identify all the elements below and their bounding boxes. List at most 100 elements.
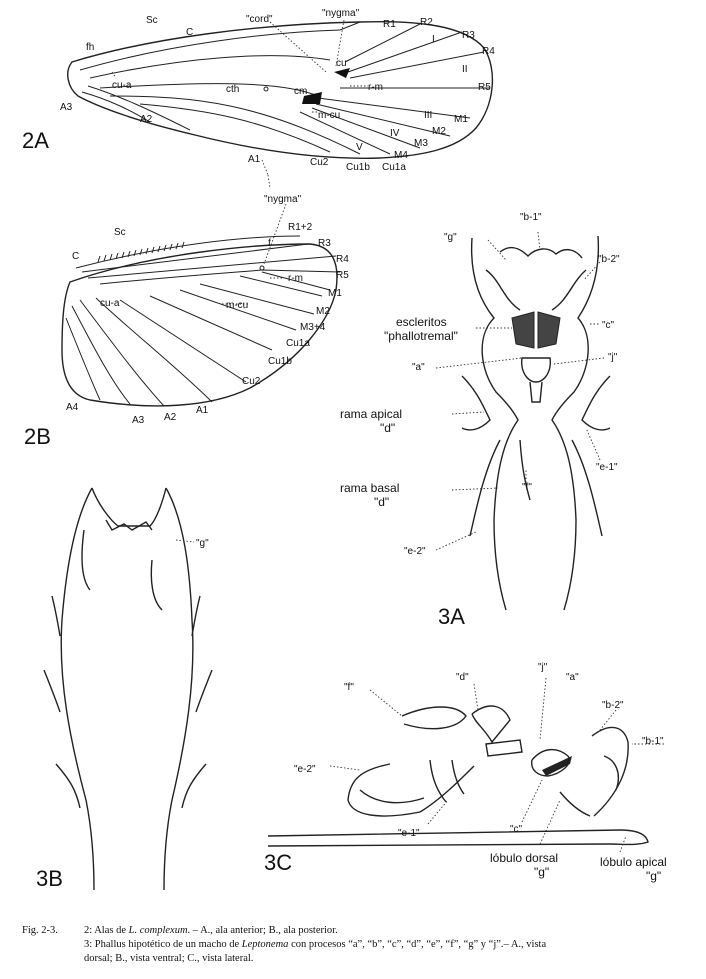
label-2a-cua: cu-a [112,80,132,91]
label-2b-r3: R3 [318,238,331,249]
label-2a-cu1a: Cu1a [382,162,406,173]
panel-label-3c: 3C [264,850,292,875]
label-2a-r5: R5 [478,82,491,93]
caption-line-2: 3: Phallus hipotético de un macho de Lep… [22,938,692,952]
label-2a-rm: r-m [368,82,383,93]
caption-fig-number: Fig. 2-3. [22,925,58,936]
label-2a-a3: A3 [60,102,73,113]
caption-line2-a: 3: Phallus hipotético de un macho de [84,939,242,950]
label-2b-c: C [72,251,79,262]
label-2b-m2: M2 [316,306,330,317]
panel-label-3b: 3B [36,866,63,891]
forewing-2a [67,19,494,189]
label-2b-m1: M1 [328,288,342,299]
caption-line-3: dorsal; B., vista ventral; C., vista lat… [84,953,254,964]
hindwing-2b [61,203,341,407]
label-2a-m3: M3 [414,138,428,149]
label-3a-c: "c" [602,320,615,331]
label-3a-rama-apical: rama apical [340,407,402,421]
label-3c-a: "a" [566,672,579,683]
label-2b-r4: R4 [336,254,349,265]
label-2b-sc: Sc [114,227,126,238]
label-3c-b1: "b-1" [642,736,664,747]
label-3b-g: "g" [196,538,209,549]
label-3c-j: "j" [538,662,548,673]
label-3a-rama-apical-d: "d" [380,421,395,435]
label-3a-b1: "b-1" [520,212,542,223]
label-2b-rm: r-m [288,273,303,284]
panel-label-2a: 2A [22,128,49,153]
label-2a-roman-1: I [432,34,435,45]
label-3a-e1: "e-1" [596,462,618,473]
label-3a-b2: "b-2" [598,254,620,265]
label-2a-m4: M4 [394,150,408,161]
label-2b-cua: cu-a [100,298,120,309]
label-2b-m34: M3+4 [300,322,326,333]
label-3c-d: "d" [456,672,469,683]
label-3c-b2: "b-2" [602,700,624,711]
caption-line1-a: 2: Alas de [84,925,129,936]
label-2a-cu1b: Cu1b [346,162,370,173]
label-2b-r5: R5 [336,270,349,281]
label-3c-e2: "e-2" [294,764,316,775]
label-2b-a1: A1 [196,405,209,416]
label-2b-cu2: Cu2 [242,376,261,387]
label-2a-m2: M2 [432,126,446,137]
label-2a-cord: "cord" [246,14,273,25]
label-2b-cu1a: Cu1a [286,338,310,349]
label-2a-r2: R2 [420,17,433,28]
label-2a-cell-e: e [340,68,346,79]
label-3c-e1: "e-1" [398,828,420,839]
label-2a-cu2: Cu2 [310,157,329,168]
caption-line1-b: . – A., ala anterior; B., ala posterior. [187,925,338,936]
label-2a-roman-3: III [424,110,432,121]
label-2b-a2: A2 [164,412,177,423]
label-2b-mcu: m-cu [226,300,248,311]
panel-label-3a: 3A [438,604,465,629]
label-2a-roman-4: IV [390,128,400,139]
label-2a-cell-cu: cu [336,58,347,69]
label-3a-phallotremal: "phallotremal" [384,329,458,343]
label-2a-cell-fh: fh [86,42,94,53]
label-2a-r3: R3 [462,30,475,41]
label-3a-rama-basal: rama basal [340,481,399,495]
label-2a-r1: R1 [383,19,396,30]
label-2a-a2: A2 [140,114,153,125]
label-3c-lobulo-apical: lóbulo apical [600,855,667,869]
label-3a-rama-basal-d: "d" [374,495,389,509]
label-3a-g: "g" [444,232,457,243]
label-3a-f: "f" [522,482,532,493]
label-3c-lobulo-dorsal-g: "g" [534,865,549,879]
panel-label-2b: 2B [24,424,51,449]
label-3c-f: "f" [344,682,354,693]
phallus-lateral-3c [267,677,664,853]
label-3c-lobulo-apical-g: "g" [646,869,661,883]
label-2a-c: C [186,27,193,38]
label-2a-m1: M1 [454,114,468,125]
label-3a-e2: "e-2" [404,546,426,557]
label-2b-r12: R1+2 [288,222,313,233]
label-2a-r4: R4 [482,46,495,57]
label-2b-nygma: "nygma" [264,194,302,205]
label-3a-escleritos: escleritos [396,315,447,329]
label-2b-a4: A4 [66,402,79,413]
label-2a-a1: A1 [248,154,261,165]
label-3a-j: "j" [608,352,618,363]
label-2a-roman-5: V [356,142,363,153]
caption-line-1: Fig. 2-3. 2: Alas de L. complexum. – A., … [22,924,692,938]
label-2b-cu1b: Cu1b [268,356,292,367]
label-2b-cell-f: f [268,238,271,249]
caption-genus: Leptonema [241,939,289,950]
label-3c-lobulo-dorsal: lóbulo dorsal [490,851,558,865]
label-2a-roman-2: II [462,64,468,75]
phallus-ventral-3b [43,487,213,891]
caption-species: L. complexum [128,925,188,936]
caption-line2-b: con procesos “a”, “b”, “c”, “d”, “e”, “f… [288,939,547,950]
label-2b-a3: A3 [132,415,145,426]
label-2a-sc: Sc [146,15,158,26]
label-3c-c: "c" [510,824,523,835]
label-2a-cell-cth: cth [226,84,239,95]
label-3a-a: "a" [412,362,425,373]
